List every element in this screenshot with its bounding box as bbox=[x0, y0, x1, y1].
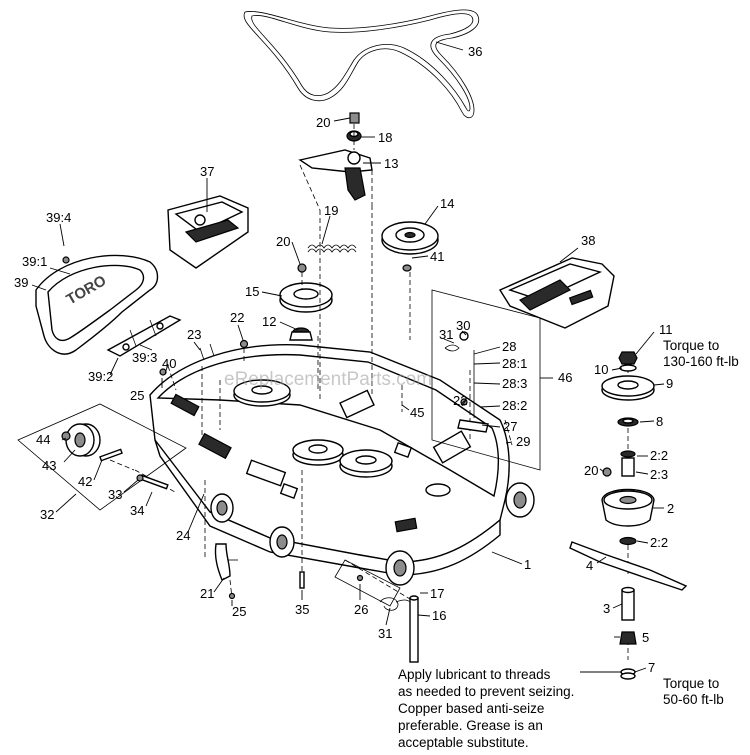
callout-30: 30 bbox=[456, 318, 470, 333]
skid-and-bolts bbox=[214, 543, 364, 600]
watermark: eReplacementParts.com bbox=[224, 369, 432, 390]
callout-31: 31 bbox=[439, 327, 453, 342]
callout-16: 16 bbox=[432, 608, 446, 623]
callout-33: 33 bbox=[108, 487, 122, 502]
callout-4: 4 bbox=[586, 558, 593, 573]
callout-28-3: 28:3 bbox=[502, 376, 527, 391]
callout-22: 22 bbox=[230, 310, 244, 325]
lubricant-note-line-5: acceptable substitute. bbox=[398, 735, 529, 750]
callout-31: 31 bbox=[378, 626, 392, 641]
torque-note-upper: Torque to 130-160 ft-lb bbox=[663, 338, 739, 369]
callout-22: 22 bbox=[453, 393, 467, 408]
callout-9: 9 bbox=[666, 376, 673, 391]
idler-arm-13 bbox=[298, 149, 373, 211]
discharge-shield-39: TORO bbox=[35, 254, 159, 355]
callout-43: 43 bbox=[42, 458, 56, 473]
lubricant-note-line-2: as needed to prevent seizing. bbox=[398, 684, 574, 699]
height-pin-16 bbox=[379, 595, 419, 663]
callout-27: 27 bbox=[503, 419, 517, 434]
torque-note-lower-line-1: Torque to bbox=[663, 676, 719, 691]
callout-14: 14 bbox=[440, 196, 454, 211]
callout-45: 45 bbox=[410, 405, 424, 420]
callout-15: 15 bbox=[245, 284, 259, 299]
callout-2-2: 2:2 bbox=[650, 535, 668, 550]
callout-34: 34 bbox=[130, 503, 144, 518]
lubricant-note-line-3: Copper based anti-seize bbox=[398, 701, 544, 716]
callout-39-1: 39:1 bbox=[22, 254, 47, 269]
callout-19: 19 bbox=[324, 203, 338, 218]
callout-46: 46 bbox=[558, 370, 572, 385]
callout-17: 17 bbox=[430, 586, 444, 601]
callout-28: 28 bbox=[502, 339, 516, 354]
callout-2-2: 2:2 bbox=[650, 448, 668, 463]
deflector-bracket-39-3 bbox=[106, 315, 182, 357]
idler-pulley-15 bbox=[279, 263, 333, 341]
callout-41: 41 bbox=[430, 249, 444, 264]
torque-note-upper-line-2: 130-160 ft-lb bbox=[663, 354, 739, 369]
lubricant-note: Apply lubricant to threads as needed to … bbox=[398, 667, 574, 750]
callout-2: 2 bbox=[667, 501, 674, 516]
callout-12: 12 bbox=[262, 314, 276, 329]
callout-32: 32 bbox=[40, 507, 54, 522]
adjust-rod-28 bbox=[444, 331, 489, 433]
belt-cover-38 bbox=[498, 257, 615, 329]
torque-note-lower: Torque to 50-60 ft-lb bbox=[663, 676, 724, 707]
spring-19 bbox=[307, 244, 357, 253]
box-outline-bottom bbox=[334, 559, 401, 607]
lubricant-note-line-1: Apply lubricant to threads bbox=[398, 667, 551, 682]
callout-20: 20 bbox=[276, 234, 290, 249]
callout-5: 5 bbox=[642, 630, 649, 645]
callout-38: 38 bbox=[581, 233, 595, 248]
leader-lines bbox=[31, 41, 665, 673]
torque-note-lower-line-2: 50-60 ft-lb bbox=[663, 692, 724, 707]
callout-13: 13 bbox=[384, 156, 398, 171]
anti-scalp-wheel-group-32 bbox=[17, 403, 187, 511]
callout-25: 25 bbox=[130, 388, 144, 403]
belt-36 bbox=[243, 9, 480, 119]
callout-28-1: 28:1 bbox=[502, 356, 527, 371]
callout-39-4: 39:4 bbox=[46, 210, 71, 225]
callout-44: 44 bbox=[36, 432, 50, 447]
callout-24: 24 bbox=[176, 528, 190, 543]
callout-3: 3 bbox=[603, 601, 610, 616]
callout-39: 39 bbox=[14, 275, 28, 290]
callout-7: 7 bbox=[648, 660, 655, 675]
callout-26: 26 bbox=[354, 602, 368, 617]
torque-note-upper-line-1: Torque to bbox=[663, 338, 719, 353]
callout-20: 20 bbox=[584, 463, 598, 478]
callout-2-3: 2:3 bbox=[650, 467, 668, 482]
callout-25: 25 bbox=[232, 604, 246, 619]
callout-23: 23 bbox=[187, 327, 201, 342]
callout-37: 37 bbox=[200, 164, 214, 179]
idler-hardware-20-18 bbox=[346, 112, 362, 150]
callout-39-3: 39:3 bbox=[132, 350, 157, 365]
callout-18: 18 bbox=[378, 130, 392, 145]
box-outline-46 bbox=[431, 289, 541, 471]
lubricant-note-line-4: preferable. Grease is an bbox=[398, 718, 543, 733]
deck-hardware-upper-left bbox=[159, 339, 249, 391]
idler-pulley-14 bbox=[381, 221, 439, 272]
callout-29: 29 bbox=[516, 434, 530, 449]
callout-10: 10 bbox=[594, 362, 608, 377]
callout-1: 1 bbox=[524, 557, 531, 572]
callout-35: 35 bbox=[295, 602, 309, 617]
belt-cover-37 bbox=[167, 195, 249, 269]
callout-8: 8 bbox=[656, 414, 663, 429]
callout-28-2: 28:2 bbox=[502, 398, 527, 413]
callout-39-2: 39:2 bbox=[88, 369, 113, 384]
callout-21: 21 bbox=[200, 586, 214, 601]
callout-42: 42 bbox=[78, 474, 92, 489]
assembly-guide-lines bbox=[109, 205, 629, 660]
callout-20: 20 bbox=[316, 115, 330, 130]
callout-40: 40 bbox=[162, 356, 176, 371]
mower-deck-1 bbox=[149, 343, 535, 586]
callout-36: 36 bbox=[468, 44, 482, 59]
callout-labels: 36 20 18 13 37 19 14 20 41 38 39:4 39:1 … bbox=[14, 44, 674, 675]
spindle-stack bbox=[569, 351, 688, 680]
callout-11: 11 bbox=[659, 322, 673, 337]
